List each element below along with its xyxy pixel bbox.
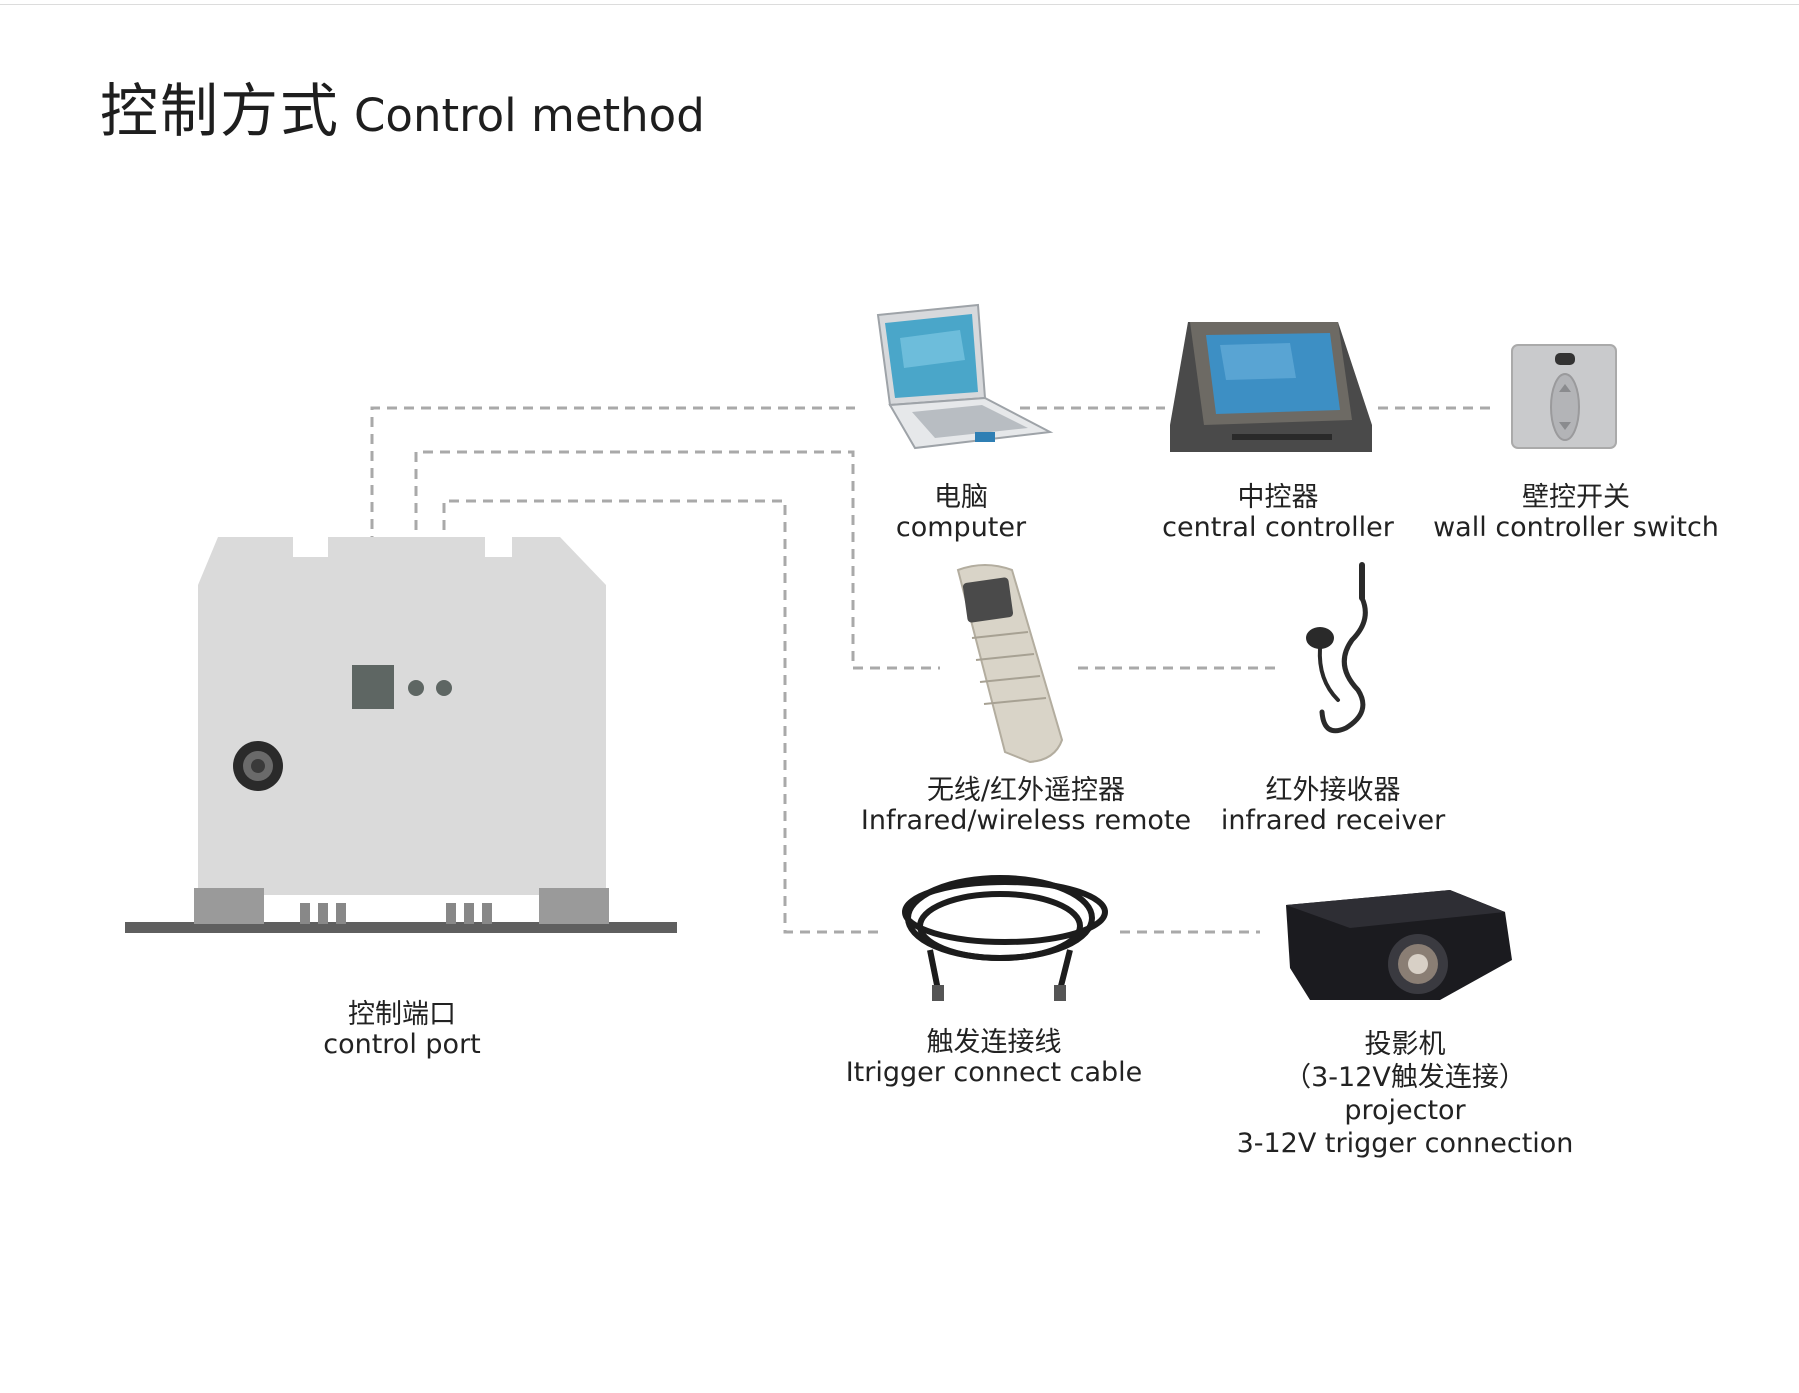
label-remote-zh: 无线/红外遥控器 <box>926 775 1126 806</box>
port-dot-2 <box>436 680 452 696</box>
label-control-port-zh: 控制端口 <box>348 999 456 1030</box>
port-dot-1 <box>408 680 424 696</box>
cable-plugs <box>932 985 1066 1001</box>
label-computer: 电脑 computer <box>896 483 1026 543</box>
device-foot-right <box>539 888 609 924</box>
central-controller-icon <box>1170 322 1372 452</box>
label-control-port: 控制端口 control port <box>323 1000 481 1060</box>
label-remote-en: Infrared/wireless remote <box>860 805 1192 836</box>
device-body <box>198 537 606 895</box>
top-divider <box>0 4 1799 5</box>
label-ir-receiver-zh: 红外接收器 <box>1265 775 1401 806</box>
title-en: Control method <box>354 89 705 142</box>
projector-icon <box>1286 890 1512 1000</box>
remote-icon <box>956 564 1064 764</box>
device-tab-4 <box>446 903 456 924</box>
label-wall-switch-en: wall controller switch <box>1433 512 1719 543</box>
device-tab-1 <box>300 903 310 924</box>
port-square <box>352 665 394 709</box>
label-central-controller-zh: 中控器 <box>1237 482 1319 513</box>
ir-receiver-icon <box>1306 562 1368 734</box>
title-zh: 控制方式 <box>100 77 341 145</box>
label-projector-zh: 投影机 <box>1364 1029 1446 1060</box>
knob-center <box>251 759 265 773</box>
trigger-cable-icon <box>902 875 1108 991</box>
device-tab-5 <box>464 903 474 924</box>
label-control-port-en: control port <box>323 1029 481 1060</box>
label-projector-zh-note: （3-12V触发连接） <box>1284 1062 1526 1093</box>
label-projector-en-note: 3-12V trigger connection <box>1236 1128 1574 1159</box>
label-central-controller: 中控器 central controller <box>1162 483 1394 543</box>
line-port2-to-remote <box>414 450 940 683</box>
label-trigger-cable-zh: 触发连接线 <box>926 1027 1062 1058</box>
label-wall-switch-zh: 壁控开关 <box>1521 482 1630 513</box>
device-tab-2 <box>318 903 328 924</box>
label-ir-receiver: 红外接收器 infrared receiver <box>1221 776 1445 836</box>
label-projector: 投影机 （3-12V触发连接） projector 3-12V trigger … <box>1237 1028 1574 1160</box>
label-projector-en: projector <box>1344 1095 1466 1126</box>
wall-switch-icon <box>1511 344 1617 449</box>
device-base-plate <box>125 922 677 933</box>
device-tab-3 <box>336 903 346 924</box>
label-remote: 无线/红外遥控器 Infrared/wireless remote <box>861 776 1191 836</box>
label-central-controller-en: central controller <box>1162 512 1394 543</box>
laptop-icon <box>876 303 1054 450</box>
label-wall-switch: 壁控开关 wall controller switch <box>1433 483 1719 543</box>
label-ir-receiver-en: infrared receiver <box>1220 805 1446 836</box>
label-computer-zh: 电脑 <box>934 482 988 513</box>
label-computer-en: computer <box>895 512 1027 543</box>
device-foot-left <box>194 888 264 924</box>
label-trigger-cable: 触发连接线 Itrigger connect cable <box>846 1028 1143 1088</box>
label-trigger-cable-en: Itrigger connect cable <box>845 1057 1143 1088</box>
control-port-device <box>125 537 677 933</box>
device-tab-6 <box>482 903 492 924</box>
